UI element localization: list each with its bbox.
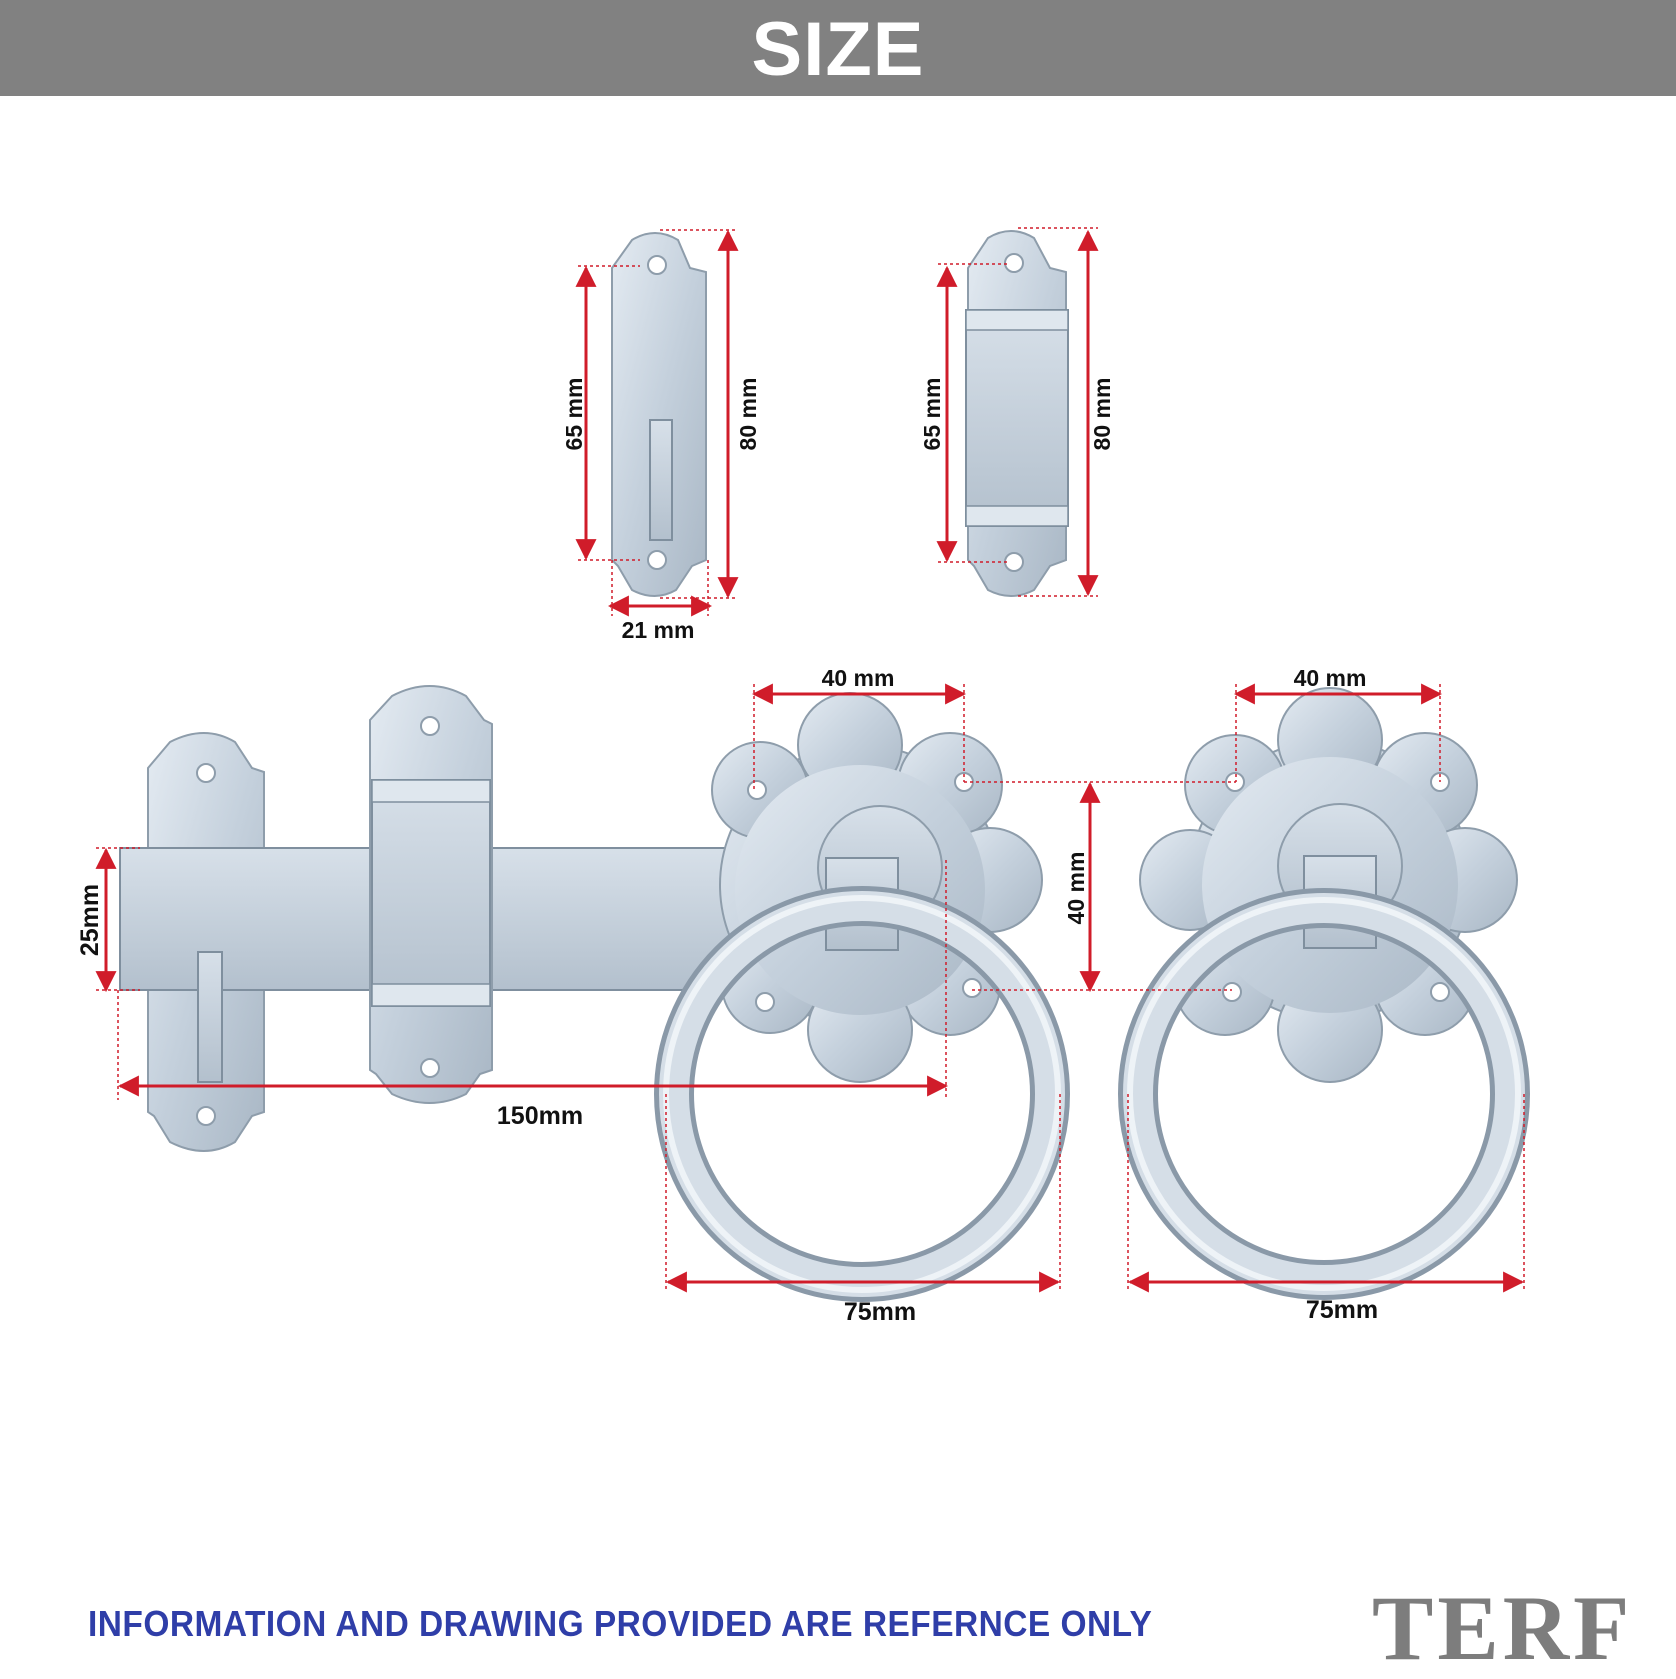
dim-bar-height: 25mm	[76, 884, 104, 956]
dim-keeper-b-80: 80 mm	[1089, 378, 1115, 451]
rose-left	[654, 692, 1070, 1302]
dim-keeper-a-65: 65 mm	[561, 378, 587, 451]
dim-ring-left: 75mm	[844, 1298, 916, 1326]
dim-keeper-a-80: 80 mm	[735, 378, 761, 451]
dim-keeper-a-21: 21 mm	[622, 617, 695, 643]
reference-disclaimer: INFORMATION AND DRAWING PROVIDED ARE REF…	[88, 1603, 1153, 1644]
dim-keeper-b-65: 65 mm	[919, 378, 945, 451]
dimension-lines	[95, 227, 1525, 1293]
header-banner: SIZE	[0, 0, 1676, 96]
dim-ring-right: 75mm	[1306, 1296, 1378, 1324]
dim-rose-left-40: 40 mm	[822, 665, 895, 691]
rose-right	[1118, 687, 1530, 1300]
dim-bar-length: 150mm	[497, 1102, 583, 1130]
dim-rose-right-40: 40 mm	[1294, 665, 1367, 691]
brand-logo: TERF	[1372, 1577, 1634, 1679]
dim-rose-vertical-40: 40 mm	[1063, 852, 1089, 925]
page-title: SIZE	[751, 7, 925, 92]
keeper-b	[965, 230, 1069, 597]
latch-assembly	[119, 685, 1530, 1302]
keeper-a	[611, 232, 707, 597]
